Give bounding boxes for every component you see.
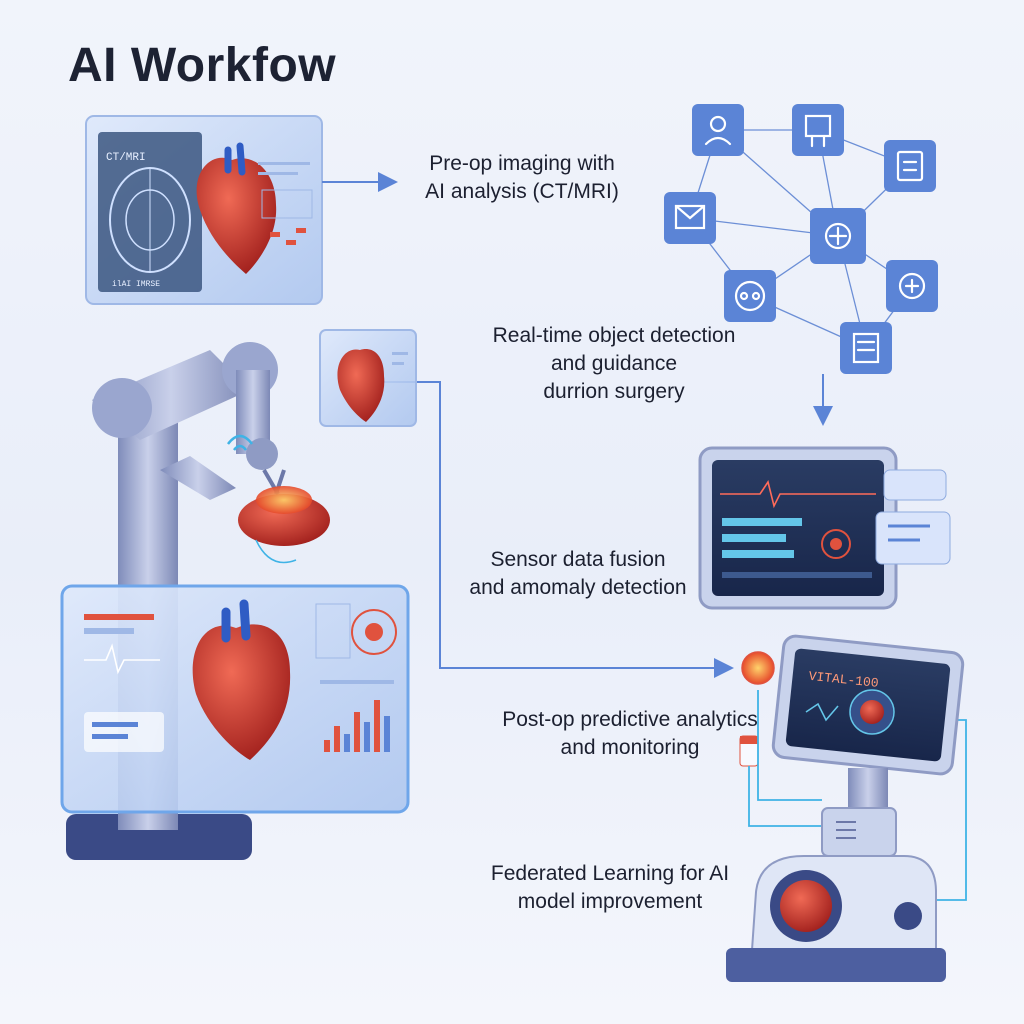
step-preop-imaging: Pre-op imaging with AI analysis (CT/MRI) [425, 152, 619, 203]
guidance-panel [319, 329, 417, 427]
step-postop-analytics: Post-op predictive analytics and monitor… [502, 708, 758, 759]
sensor-monitor [698, 446, 951, 610]
ct-heart [196, 157, 277, 274]
node-tablet-icon [884, 140, 936, 192]
step-realtime-detection: Real-time object detection and guidance … [492, 324, 736, 403]
node-lab-icon [792, 104, 844, 156]
surgery-dashboard [60, 584, 410, 814]
node-controller-icon [724, 270, 776, 322]
ct-mri-panel: CT/MRI ilAI IMRSE [85, 115, 323, 305]
ct-label: CT/MRI [106, 152, 146, 164]
postop-kiosk: VITAL-100 [726, 634, 967, 982]
page-title: AI Workfow [68, 39, 337, 92]
vitals-label: VITAL-100 [808, 669, 879, 691]
surgery-heart [238, 486, 330, 564]
step-federated-learning: Federated Learning for AI model improvem… [490, 862, 730, 913]
step-sensor-fusion: Sensor data fusion and amomaly detection [469, 548, 687, 599]
node-document-icon [840, 322, 892, 374]
ct-caption: ilAI IMRSE [112, 280, 160, 289]
ai-network [689, 129, 913, 349]
